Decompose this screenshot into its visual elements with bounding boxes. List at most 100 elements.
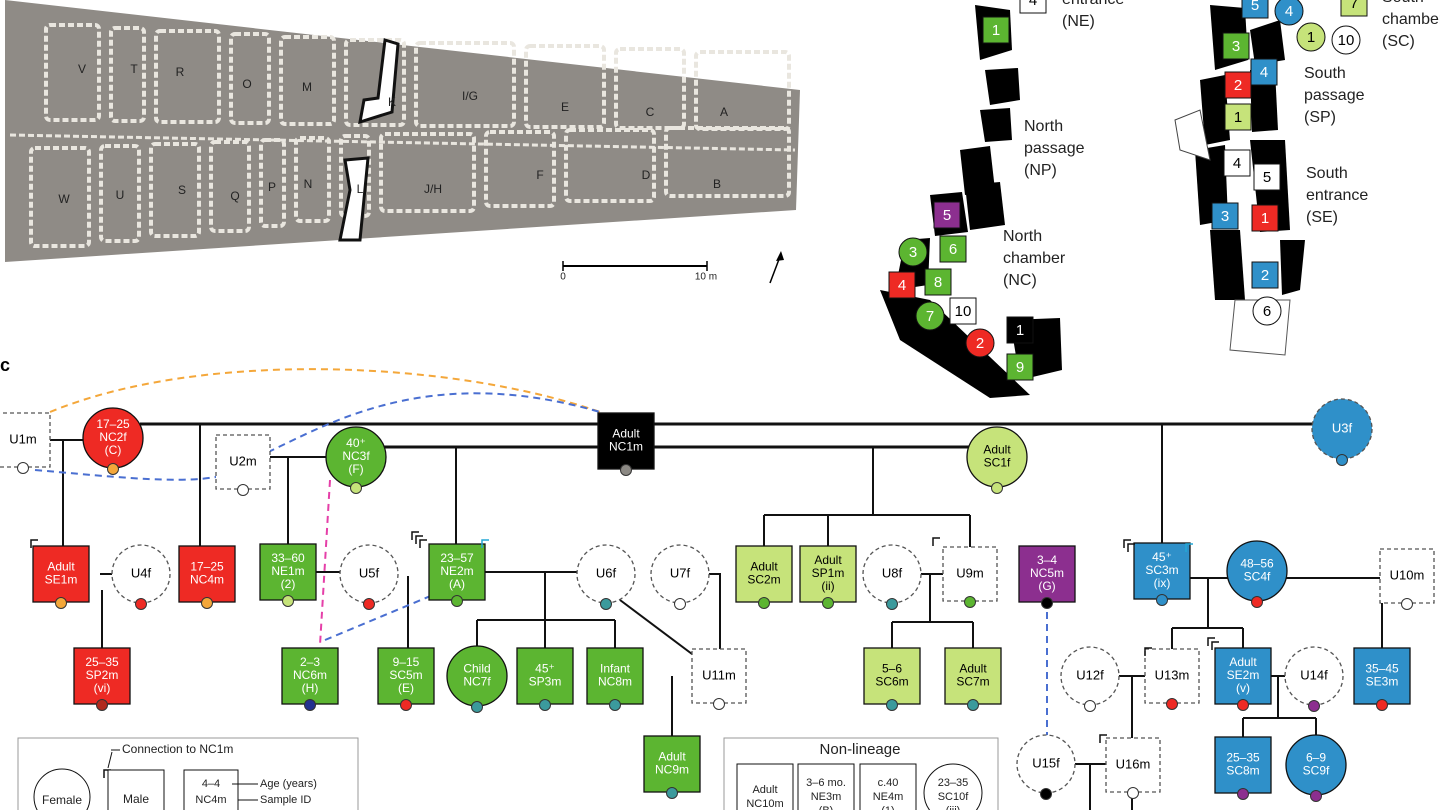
- individual-label: U15f: [1032, 755, 1060, 770]
- connection-mark-icon: [932, 537, 940, 546]
- connection-mark-stroke: [415, 535, 423, 544]
- marker-square: [1340, 0, 1368, 17]
- individual-label: (2): [281, 577, 296, 591]
- chamber-marker-m-nc-4: 4: [888, 271, 916, 299]
- north-chamber-stone: [965, 182, 1005, 230]
- plan-north-chamber: [358, 38, 400, 125]
- lineage-dot: [107, 463, 119, 475]
- individual-label: NC2f: [99, 430, 127, 444]
- plan-cell-wall: [259, 138, 286, 228]
- marker-square: [924, 268, 952, 296]
- chamber-marker-m-sc-7: 7: [1340, 0, 1368, 17]
- male-symbol: [643, 735, 701, 793]
- lineage-dot: [1251, 596, 1263, 608]
- plan-cell-wall: [524, 44, 606, 129]
- chamber-label-se: entrance: [1306, 187, 1368, 204]
- kinship-line: [619, 599, 701, 661]
- south-chamber-stone-outline: [1174, 109, 1211, 161]
- individual-label: (E): [398, 681, 414, 695]
- marker-square: [1253, 163, 1281, 191]
- chamber-marker-m-ne-4: 4: [1019, 0, 1047, 14]
- chamber-label-nc: (NC): [1003, 272, 1037, 289]
- nonlineage-male-icon: [859, 763, 917, 810]
- connection-mark-icon: [1127, 543, 1135, 552]
- individual-label: SC7m: [956, 675, 989, 689]
- connection-mark-icon: [411, 531, 419, 540]
- individual-label: U7f: [670, 565, 691, 580]
- lineage-dot: [758, 597, 770, 609]
- scale-label-start: 0: [560, 272, 566, 283]
- individual-label: 17–25: [96, 417, 130, 431]
- individual-U6f: U6f: [576, 544, 636, 610]
- connection-mark-icon: [1123, 539, 1131, 548]
- marker-number: 1: [992, 22, 1000, 39]
- plan-cell-label: A: [720, 105, 728, 119]
- lineage-dot: [964, 596, 976, 608]
- panel-label: c: [0, 355, 10, 375]
- nonlineage-label: Adult: [752, 784, 777, 796]
- male-symbol: [942, 546, 998, 602]
- legend-female-label: Female: [42, 793, 82, 807]
- chamber-marker-m-se-5: 5: [1253, 163, 1281, 191]
- plan-cell-label: F: [536, 168, 543, 182]
- marker-number: 5: [1263, 169, 1271, 186]
- connection-mark-stroke: [932, 537, 940, 546]
- male-symbol: [1214, 647, 1272, 705]
- chamber-marker-m-sc-4: 4: [1274, 0, 1304, 26]
- plan-cell-wall: [209, 140, 251, 233]
- male-symbol: [428, 543, 486, 601]
- marker-square: [1006, 316, 1034, 344]
- individual-label: SC5m: [389, 668, 422, 682]
- individual-label: SC1f: [984, 456, 1011, 470]
- marker-number: 2: [976, 335, 984, 352]
- individual-label: NC7f: [463, 675, 491, 689]
- nonlineage-item: 3–6 mo.NE3m(B): [797, 763, 855, 810]
- marker-circle: [1274, 0, 1304, 26]
- marker-circle: [1252, 296, 1282, 326]
- dashed-link-orange: [49, 368, 601, 413]
- individual-U7f: U7f: [650, 544, 710, 610]
- individual-label: NE1m: [271, 564, 304, 578]
- individual-label: (v): [1236, 681, 1250, 695]
- individual-label: U5f: [359, 565, 380, 580]
- male-symbol: [1133, 542, 1191, 600]
- legend-age-label: Age (years): [260, 778, 317, 790]
- marker-square: [1222, 32, 1250, 60]
- marker-circle: [1331, 25, 1361, 55]
- marker-circle: [898, 237, 928, 267]
- lineage-dot: [1156, 594, 1168, 606]
- lineage-dot: [282, 595, 294, 607]
- individual-label: SP3m: [529, 675, 562, 689]
- plan-cell-label: N: [304, 177, 313, 191]
- chamber-label-np: (NP): [1024, 162, 1057, 179]
- individual-U13m: U13m: [1144, 648, 1200, 710]
- chamber-label-sp: passage: [1304, 87, 1365, 104]
- individual-label: SE3m: [1366, 675, 1399, 689]
- individual-label: (G): [1038, 579, 1055, 593]
- individual-label: NC1m: [609, 440, 643, 454]
- plan-cell-wall: [664, 126, 791, 198]
- male-symbol: [799, 545, 857, 603]
- lineage-dot: [55, 597, 67, 609]
- legend-sample-label: Sample ID: [260, 794, 311, 806]
- lineage-dot: [539, 699, 551, 711]
- individual-label: (F): [348, 462, 363, 476]
- plan-cell-wall: [379, 132, 476, 213]
- individual-label: U10m: [1390, 567, 1425, 582]
- plan-cell-wall: [564, 128, 656, 203]
- lineage-dot: [600, 598, 612, 610]
- individual-label: 17–25: [190, 560, 224, 574]
- lineage-dot: [96, 699, 108, 711]
- lineage-dot: [1310, 790, 1322, 802]
- north-arrow-head-icon: [776, 251, 784, 261]
- legend-female-icon: [33, 768, 91, 810]
- individual-U1m: U1m: [0, 412, 51, 474]
- dashed-link-pink: [319, 479, 331, 646]
- nonlineage-title: Non-lineage: [820, 741, 901, 758]
